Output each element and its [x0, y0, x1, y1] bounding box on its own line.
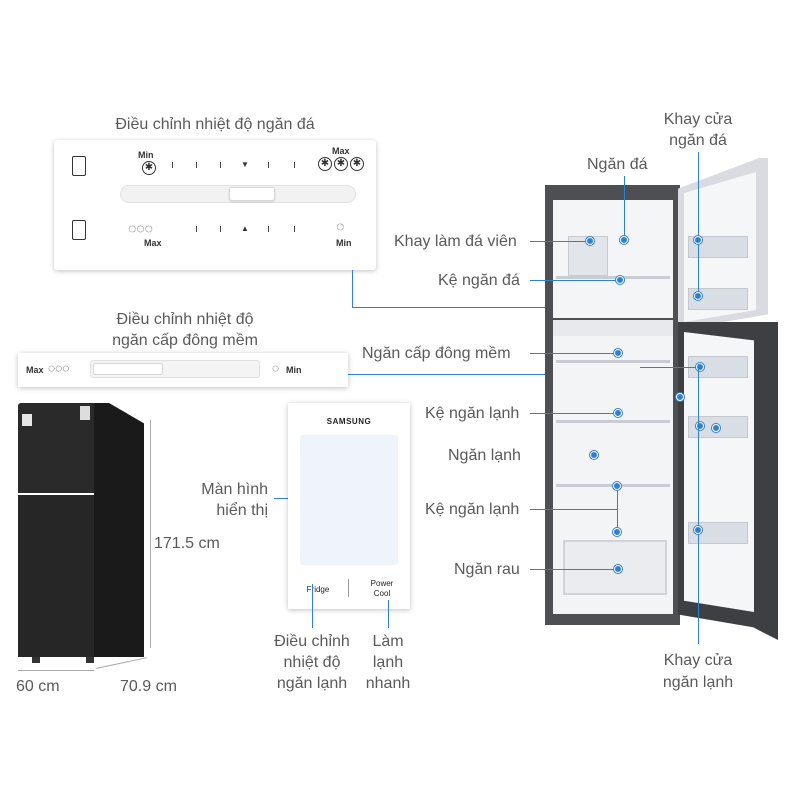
- freezer-slider-knob[interactable]: [229, 187, 275, 201]
- callout-dot: [590, 451, 598, 459]
- drop-icon: ◌◌◌: [48, 361, 70, 375]
- soft-freeze-label-1: Điều chỉnh nhiệt độ: [116, 311, 254, 328]
- soft-freeze-slider[interactable]: [90, 360, 260, 378]
- fridge-max-label: Max: [144, 238, 162, 248]
- power-cool-label-3: nhanh: [365, 675, 411, 692]
- height-value: 171.5 cm: [154, 535, 220, 552]
- freezer-door-bin: [688, 288, 748, 310]
- callout-dot: [586, 237, 594, 245]
- soft-min-label: Min: [286, 365, 302, 375]
- fridge-main-door: [18, 495, 94, 657]
- callout-dot: [613, 482, 621, 490]
- badge-icon: [80, 406, 90, 420]
- power-cool-button-line1[interactable]: Power: [370, 579, 394, 588]
- brand-logo: SAMSUNG: [326, 417, 372, 426]
- fridge-door-bin: [688, 522, 748, 544]
- callout-dot: [694, 236, 702, 244]
- ice-tray-label: Khay làm đá viên: [394, 233, 517, 250]
- indicator-up-icon: ▲: [241, 224, 249, 233]
- drop-icon: ◌◌◌: [128, 220, 153, 236]
- fridge-door-tray-label-2: ngăn lạnh: [662, 674, 734, 691]
- fridge-compartment-label: Ngăn lạnh: [448, 447, 521, 464]
- energy-label: [22, 414, 32, 426]
- freezer-compartment-label: Ngăn đá: [587, 156, 648, 173]
- freezer-door-bin: [688, 236, 748, 258]
- fridge-shelf-2-label: Kệ ngăn lạnh: [425, 501, 520, 518]
- freezer-shelf: [556, 276, 670, 279]
- power-cool-button-line2[interactable]: Cool: [373, 589, 391, 598]
- fridge-temp-label-1: Điều chỉnh: [274, 633, 350, 650]
- depth-dimension-line: [95, 657, 147, 669]
- callout-dot: [696, 422, 704, 430]
- width-dimension-line: [18, 670, 94, 671]
- callout-dot: [616, 276, 624, 284]
- snowflake-icon: ✱: [318, 157, 332, 171]
- fridge-shelf: [556, 420, 670, 423]
- display-panel: SAMSUNG Fridge Power Cool: [288, 403, 410, 609]
- freezer-min-label: Min: [138, 150, 154, 160]
- freezer-temp-control-label: Điều chỉnh nhiệt độ ngăn đá: [115, 116, 315, 133]
- freezer-door-tray-label-1: Khay cửa: [663, 111, 733, 128]
- soft-freeze-shelf: [556, 360, 670, 363]
- freezer-control-panel: Min ✱ Max ✱ ✱ ✱ ▼ ◌◌◌ Max ▲ ◌ Min: [54, 140, 376, 270]
- callout-dot: [614, 349, 622, 357]
- fridge-min-label: Min: [336, 238, 352, 248]
- drop-icon: ◌: [336, 218, 345, 234]
- soft-freeze-panel: Max ◌◌◌ ◌ Min: [18, 353, 348, 387]
- soft-freeze-slider-knob[interactable]: [93, 363, 163, 375]
- freezer-max-label: Max: [332, 146, 350, 156]
- freezer-door-tray-label-2: ngăn đá: [669, 132, 727, 149]
- soft-freeze-label-2: ngăn cấp đông mềm: [112, 332, 258, 349]
- freezer-icon: [72, 156, 86, 176]
- snowflake-icon: ✱: [334, 157, 348, 171]
- soft-max-label: Max: [26, 365, 44, 375]
- callout-dot: [676, 393, 684, 401]
- vegetable-drawer-label: Ngăn rau: [454, 561, 520, 578]
- callout-dot: [696, 363, 704, 371]
- depth-value: 70.9 cm: [120, 678, 177, 695]
- callout-dot: [620, 236, 628, 244]
- power-cool-label-2: lạnh: [372, 654, 404, 671]
- snowflake-icon: ✱: [350, 157, 364, 171]
- height-dimension-line: [150, 420, 151, 648]
- fridge-shelf-1-label: Kệ ngăn lạnh: [425, 405, 520, 422]
- width-value: 60 cm: [16, 678, 60, 695]
- callout-dot: [694, 526, 702, 534]
- callout-dot: [614, 409, 622, 417]
- power-cool-label-1: Làm: [372, 633, 404, 650]
- indicator-down-icon: ▼: [241, 160, 249, 169]
- drop-icon: ◌: [272, 361, 280, 375]
- freezer-slider[interactable]: [120, 185, 356, 203]
- callout-dot: [694, 292, 702, 300]
- callout-dot: [613, 528, 621, 536]
- display-label-2: hiển thị: [216, 502, 268, 519]
- callout-dot: [614, 565, 622, 573]
- fridge-icon: [72, 220, 86, 240]
- display-label-1: Màn hình: [201, 481, 268, 498]
- fridge-temp-label-2: nhiệt độ: [283, 654, 341, 671]
- fridge-divider: [553, 320, 673, 336]
- fridge-door-tray-label-1: Khay cửa: [663, 652, 733, 669]
- snowflake-icon: ✱: [142, 161, 156, 175]
- soft-freeze-compartment-label: Ngăn cấp đông mềm: [362, 345, 511, 362]
- callout-dot: [712, 424, 720, 432]
- vegetable-drawer: [563, 540, 667, 595]
- fridge-button[interactable]: Fridge: [306, 585, 330, 594]
- fridge-temp-label-3: ngăn lạnh: [276, 675, 348, 692]
- display-screen: [300, 435, 398, 565]
- fridge-door-interior: [684, 332, 754, 612]
- fridge-side: [94, 403, 144, 657]
- freezer-shelf-label: Kệ ngăn đá: [438, 272, 520, 289]
